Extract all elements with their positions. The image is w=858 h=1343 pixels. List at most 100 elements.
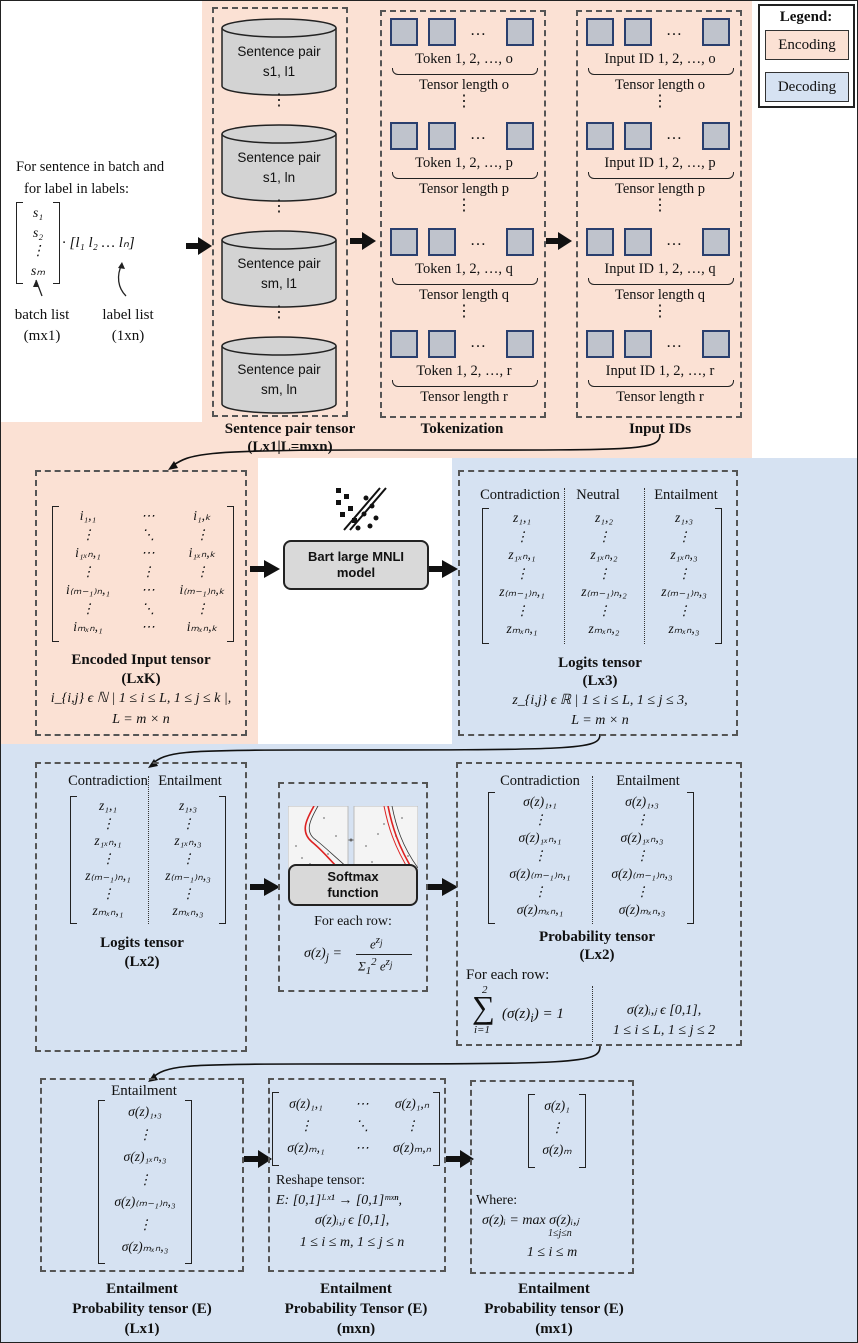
tokenization-box — [380, 10, 546, 418]
probability-box — [456, 762, 742, 1046]
encoding-region-strip — [0, 422, 752, 458]
logits2-cell: z₁,₃ — [178, 798, 198, 813]
token-brace — [392, 68, 538, 75]
probability-cell: σ(z)ₘₓₙ,₃ — [618, 902, 666, 917]
input-id-vdots: ⋮ — [652, 197, 668, 214]
token-square — [390, 228, 418, 256]
ent2-cell: ⋮ — [299, 1118, 313, 1133]
probability-cell: σ(z)₍ₘ₋₁₎ₙ,₃ — [611, 866, 673, 881]
logits2-cell: z₍ₘ₋₁₎ₙ,₃ — [165, 868, 211, 883]
cylinders — [221, 18, 337, 414]
softmax-function-box: Softmax function — [288, 864, 418, 906]
input-id-square — [586, 18, 614, 46]
encoded-cell: ⋮ — [81, 600, 95, 616]
probability-caption: Probability tensor — [539, 929, 655, 945]
token-length: Tensor length r — [420, 389, 508, 405]
sentence-pair-sublabel: s1, l1 — [262, 64, 296, 79]
ent1-cell: ⋮ — [138, 1171, 152, 1187]
input-id-brace — [588, 278, 734, 285]
input-id-ellipsis: … — [666, 126, 682, 143]
encoded-dim: (LxK) — [121, 671, 161, 687]
vec-s2: s₂ — [32, 226, 44, 241]
input-id-square — [586, 330, 614, 358]
softmax-illustration — [288, 806, 418, 872]
bart-model-box: Bart large MNLI model — [283, 540, 429, 590]
logits3-cell: ⋮ — [515, 602, 529, 618]
logits2-header: Entailment — [158, 773, 222, 789]
probability-cell: ⋮ — [533, 848, 547, 863]
decoding-region-right — [452, 458, 857, 744]
logits3-cell: ⋮ — [677, 565, 691, 581]
token-label: Token 1, 2, …, q — [415, 261, 513, 277]
input-arrows — [33, 262, 127, 297]
token-length: Tensor length q — [419, 287, 509, 303]
logits2-header: Contradiction — [68, 773, 148, 789]
token-label: Token 1, 2, …, p — [415, 155, 513, 171]
logits2-caption: Logits tensor — [100, 935, 184, 951]
logits3-cell: zₘₓₙ,₁ — [506, 621, 538, 636]
ent1-vector: σ(z)₁,₃⋮σ(z)₁ₓₙ,₃⋮σ(z)₍ₘ₋₁₎ₙ,₃⋮σ(z)ₘₓₙ,₃ — [98, 1100, 192, 1264]
probability-cell: ⋮ — [635, 812, 649, 827]
ent3-caption-3: (mx1) — [535, 1321, 573, 1337]
ent1-cell: σ(z)₍ₘ₋₁₎ₙ,₃ — [114, 1194, 176, 1209]
logits3-cell: z₁,₁ — [512, 510, 532, 525]
ent3-caption-1: Entailment — [518, 1281, 590, 1297]
input-id-label: Input ID 1, 2, …, o — [604, 51, 716, 67]
logits2-cell: ⋮ — [101, 850, 115, 866]
input-id-label: Input ID 1, 2, …, r — [605, 363, 715, 379]
cylinder-top — [221, 336, 337, 356]
logits3-cell: z₁,₂ — [594, 510, 614, 525]
token-square — [506, 18, 534, 46]
sentence-pair-sublabel: s1, ln — [262, 170, 296, 185]
token-square — [506, 330, 534, 358]
legend-decoding-label: Decoding — [777, 79, 837, 95]
ent3-cell: σ(z)ₘ — [542, 1142, 572, 1157]
encoded-cond-1: i_{i,j} ϵ ℕ | 1 ≤ i ≤ L, 1 ≤ j ≤ k |, — [50, 691, 232, 706]
logits3-cell: z₁ₓₙ,₁ — [508, 547, 536, 562]
token-brace — [392, 278, 538, 285]
sentence-pair-label: Sentence pair — [237, 256, 321, 271]
ent2-cell: ⋮ — [405, 1118, 419, 1133]
ent2-matrix: σ(z)₁,₁⋯σ(z)₁,ₙ⋮⋱⋮σ(z)ₘ,₁⋯σ(z)ₘ,ₙ — [272, 1092, 440, 1166]
token-vdots: ⋮ — [456, 93, 472, 110]
logits3-cell: ⋮ — [677, 602, 691, 618]
encoded-cell: ⋮ — [81, 526, 95, 542]
encoded-cell: ⋯ — [141, 619, 155, 634]
input-id-brace — [588, 68, 734, 75]
cylinder-body — [221, 134, 337, 202]
encoded-input-box — [35, 470, 247, 736]
logits2-cell: ⋮ — [181, 850, 195, 866]
token-square — [428, 18, 456, 46]
neural-icon — [336, 487, 387, 531]
encoded-cell: ⋱ — [141, 600, 155, 616]
ent2-cell: σ(z)₁,ₙ — [394, 1096, 430, 1111]
input-id-label: Input ID 1, 2, …, p — [604, 155, 716, 171]
softmax-each-row: For each row: — [314, 914, 392, 929]
logits2-cell: ⋮ — [181, 885, 195, 901]
logits3-cell: z₁ₓₙ,₂ — [590, 547, 618, 562]
white-gap-model — [258, 458, 454, 744]
logits2-cell: zₘₓₙ,₁ — [92, 903, 124, 918]
label-list-label: label list — [102, 307, 154, 323]
input-id-square — [586, 228, 614, 256]
ent3-box — [470, 1080, 634, 1274]
logits2-cell: ⋮ — [101, 815, 115, 831]
token-square — [390, 122, 418, 150]
probability-cell: ⋮ — [533, 884, 547, 899]
cylinder-top — [221, 230, 337, 250]
ent1-box — [40, 1078, 244, 1272]
encoded-cell: ⋮ — [141, 563, 155, 579]
logits2-cell: z₁,₁ — [98, 798, 118, 813]
token-ellipsis: … — [470, 22, 486, 39]
encoded-cell: i₁ₓₙ,₁ — [75, 545, 101, 560]
logits3-cond-2: L = m × n — [571, 713, 629, 728]
softmax-label-2: function — [327, 885, 379, 900]
token-vdots: ⋮ — [456, 197, 472, 214]
ent2-caption-1: Entailment — [320, 1281, 392, 1297]
encoded-cell: i₍ₘ₋₁₎ₙ,₁ — [65, 582, 111, 597]
probability-each-row: For each row: — [466, 967, 550, 983]
token-square — [428, 122, 456, 150]
logits2-cell: z₍ₘ₋₁₎ₙ,₁ — [85, 868, 131, 883]
